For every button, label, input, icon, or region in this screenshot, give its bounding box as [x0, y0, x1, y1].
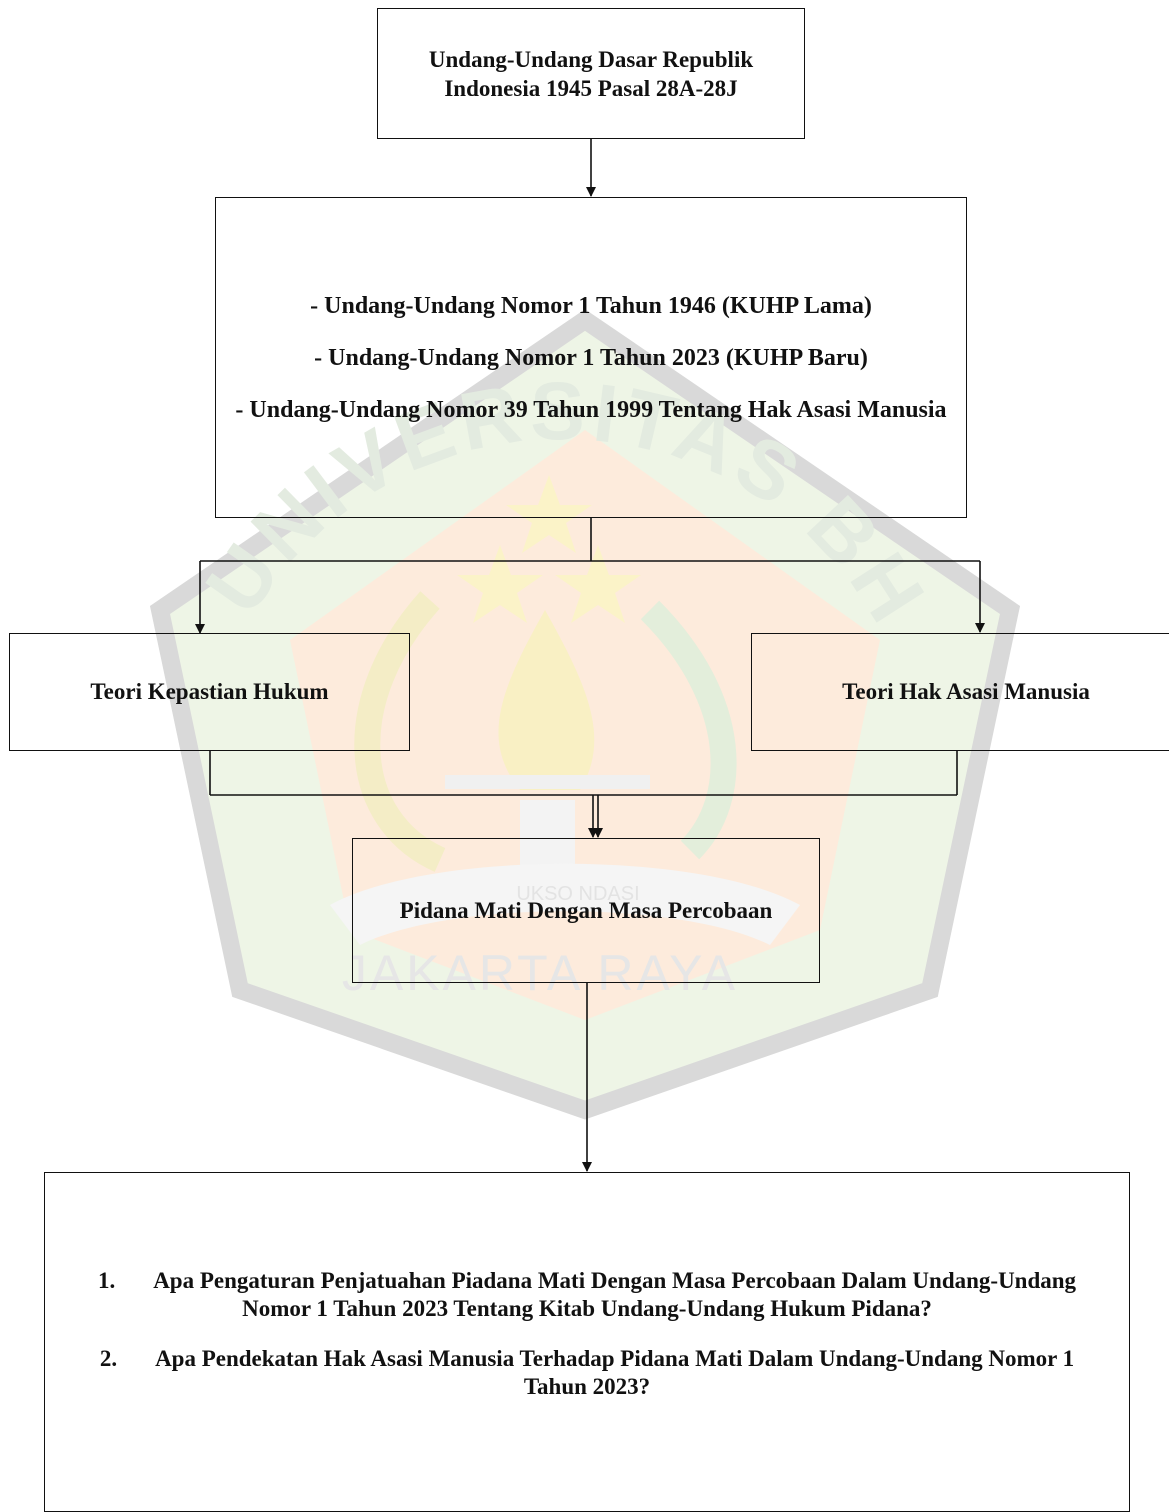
question-item: 2. Apa Pendekatan Hak Asasi Manusia Terha… — [73, 1345, 1101, 1401]
node-uud-1945-text: Undang-Undang Dasar Republik Indonesia 1… — [428, 46, 754, 101]
node-teori-kepastian-hukum-text: Teori Kepastian Hukum — [90, 679, 329, 704]
seal-cotton — [640, 600, 737, 860]
seal-flame — [498, 610, 595, 790]
seal-star-left — [457, 545, 543, 623]
legal-basis-item: - Undang-Undang Nomor 1 Tahun 1946 (KUHP… — [310, 292, 872, 319]
node-teori-kepastian-hukum: Teori Kepastian Hukum — [9, 633, 410, 751]
seal-bottom-text: JAKARTA RAYA — [342, 945, 738, 1001]
legal-basis-item: - Undang-Undang Nomor 1 Tahun 2023 (KUHP… — [314, 344, 868, 371]
seal-ribbon-text: UKSO NDASI — [516, 883, 639, 905]
question-number: 1. — [97, 1268, 116, 1293]
seal-star-right — [555, 545, 641, 623]
node-pidana-mati: Pidana Mati Dengan Masa Percobaan — [352, 838, 820, 983]
node-pidana-mati-text: Pidana Mati Dengan Masa Percobaan — [399, 898, 773, 923]
node-legal-basis: - Undang-Undang Nomor 1 Tahun 1946 (KUHP… — [215, 197, 967, 518]
legal-basis-item: - Undang-Undang Nomor 39 Tahun 1999 Tent… — [235, 396, 947, 423]
seal-torch-stand — [520, 800, 575, 875]
seal-star-top — [506, 475, 592, 553]
node-research-questions: 1. Apa Pengaturan Penjatuahan Piadana Mat… — [44, 1172, 1130, 1512]
node-uud-1945: Undang-Undang Dasar Republik Indonesia 1… — [377, 8, 805, 139]
seal-torch-base — [445, 775, 650, 789]
seal-ribbon — [330, 863, 800, 945]
question-item: 1. Apa Pengaturan Penjatuahan Piadana Mat… — [73, 1267, 1101, 1323]
question-text: Apa Pengaturan Penjatuahan Piadana Mati … — [153, 1268, 1077, 1321]
question-number: 2. — [99, 1346, 118, 1371]
seal-wheat — [354, 591, 446, 872]
node-teori-hak-asasi-manusia: Teori Hak Asasi Manusia — [751, 633, 1169, 751]
node-teori-hak-asasi-manusia-text: Teori Hak Asasi Manusia — [842, 679, 1090, 704]
question-text: Apa Pendekatan Hak Asasi Manusia Terhada… — [155, 1346, 1075, 1399]
